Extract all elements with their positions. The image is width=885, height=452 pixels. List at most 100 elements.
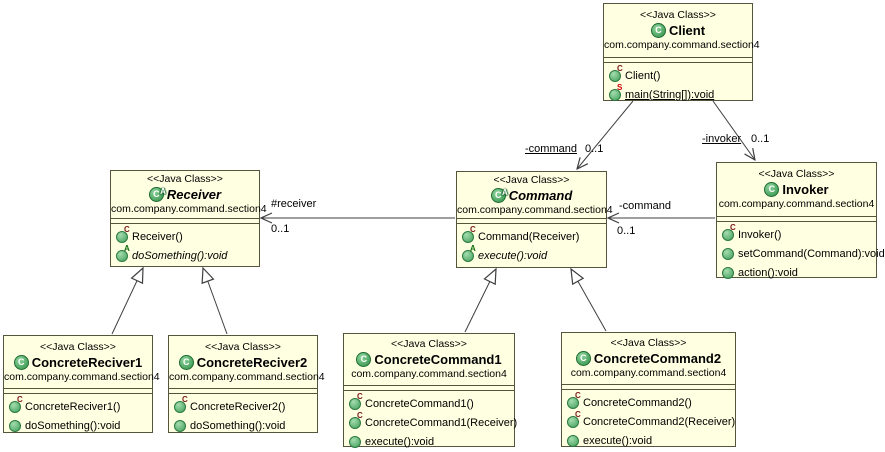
class-name: ConcreteReciver1 <box>31 354 143 370</box>
package-name: com.company.command.section4 <box>4 370 160 383</box>
class-title: <<Java Class>> ConcreteReciver1 com.comp… <box>4 336 160 388</box>
method-row[interactable]: action():void <box>722 263 874 282</box>
public-method-icon: C <box>609 64 623 82</box>
public-method-icon: C <box>116 225 130 243</box>
association-multiplicity: 0..1 <box>617 225 636 237</box>
class-icon <box>356 352 372 367</box>
class-title: <<Java Class>> Invoker com.company.comma… <box>717 163 876 216</box>
method-row[interactable]: execute():void <box>349 432 512 451</box>
constructor-marker: C <box>470 224 476 234</box>
method-label: doSomething():void <box>132 249 228 262</box>
association-role-label: #receiver <box>271 198 317 210</box>
class-title: <<Java Class>> Command com.company.comma… <box>457 172 613 218</box>
class-box-concretereciver1[interactable]: <<Java Class>> ConcreteReciver1 com.comp… <box>3 335 160 435</box>
public-method-icon: A <box>462 244 476 262</box>
association-role-label: -command <box>619 200 671 212</box>
class-icon <box>650 23 666 38</box>
attributes-compartment <box>4 388 152 394</box>
package-name: com.company.command.section4 <box>351 368 507 380</box>
class-box-command[interactable]: <<Java Class>> Command com.company.comma… <box>456 171 613 268</box>
constructor-marker: C <box>182 394 188 404</box>
method-label: Receiver() <box>132 230 183 243</box>
abstract-marker: A <box>124 243 130 253</box>
method-label: Command(Receiver) <box>478 230 580 243</box>
package-name: com.company.command.section4 <box>604 39 760 51</box>
class-box-concretereciver2[interactable]: <<Java Class>> ConcreteReciver2 com.comp… <box>168 335 325 435</box>
class-title: <<Java Class>> Receiver com.company.comm… <box>111 171 267 218</box>
class-title: <<Java Class>> ConcreteCommand1 com.comp… <box>344 334 514 385</box>
method-row[interactable]: doSomething():void <box>9 416 150 435</box>
method-label: main(String[]):void <box>625 88 715 101</box>
class-box-concretecommand2[interactable]: <<Java Class>> ConcreteCommand2 com.comp… <box>561 332 736 447</box>
package-name: com.company.command.section4 <box>718 198 875 210</box>
constructor-marker: C <box>575 390 581 400</box>
attributes-compartment <box>111 218 259 224</box>
public-method-icon: C <box>567 410 581 428</box>
public-method-icon: C <box>9 395 23 413</box>
class-icon <box>178 354 194 370</box>
class-name: ConcreteCommand2 <box>593 351 722 366</box>
class-box-receiver[interactable]: <<Java Class>> Receiver com.company.comm… <box>110 170 267 267</box>
method-row[interactable]: doSomething():void <box>174 416 315 435</box>
class-name: Command <box>508 187 573 203</box>
stereotype: <<Java Class>> <box>493 173 570 186</box>
method-label: execute():void <box>478 249 548 262</box>
attributes-compartment <box>169 388 317 394</box>
association-multiplicity: 0..1 <box>751 133 770 145</box>
method-label: action():void <box>738 266 798 279</box>
class-icon <box>13 354 29 370</box>
method-label: ConcreteCommand1(Receiver) <box>365 416 518 429</box>
class-title: <<Java Class>> ConcreteCommand2 com.comp… <box>562 333 735 384</box>
class-title: <<Java Class>> ConcreteReciver2 com.comp… <box>169 336 325 388</box>
method-label: ConcreteReciver2() <box>190 400 286 413</box>
association-multiplicity: 0..1 <box>585 143 604 155</box>
method-label: Client() <box>625 69 661 82</box>
class-icon <box>764 182 780 197</box>
package-name: com.company.command.section4 <box>169 370 325 383</box>
generalization-concretereciver2-receiver[interactable] <box>201 266 228 335</box>
static-marker: S <box>617 82 623 92</box>
method-row[interactable]: setCommand(Command):void <box>722 244 885 263</box>
public-method-icon <box>722 247 734 260</box>
public-method-icon <box>349 435 361 448</box>
method-label: ConcreteReciver1() <box>25 400 121 413</box>
stereotype: <<Java Class>> <box>40 340 116 353</box>
class-box-invoker[interactable]: <<Java Class>> Invoker com.company.comma… <box>716 162 885 279</box>
association-client-command[interactable] <box>577 100 634 169</box>
generalization-concretecommand1-command[interactable] <box>464 267 497 333</box>
attributes-compartment <box>457 218 606 224</box>
method-row[interactable]: execute():void <box>567 431 733 450</box>
stereotype: <<Java Class>> <box>391 338 467 350</box>
class-title: <<Java Class>> Client com.company.comman… <box>604 4 760 57</box>
class-name: ConcreteReciver2 <box>196 354 308 370</box>
attributes-compartment <box>717 216 876 222</box>
generalization-concretecommand2-command[interactable] <box>570 267 607 332</box>
method-label: ConcreteCommand2(Receiver) <box>583 415 736 428</box>
class-box-client[interactable]: <<Java Class>> Client com.company.comman… <box>603 3 760 104</box>
association-client-invoker[interactable] <box>712 100 755 160</box>
class-icon <box>575 351 591 366</box>
method-label: setCommand(Command):void <box>738 247 885 260</box>
public-method-icon: A <box>116 244 130 262</box>
class-box-concretecommand1[interactable]: <<Java Class>> ConcreteCommand1 com.comp… <box>343 333 517 448</box>
method-label: doSomething():void <box>190 419 286 432</box>
generalization-concretereciver1-receiver[interactable] <box>111 266 144 335</box>
